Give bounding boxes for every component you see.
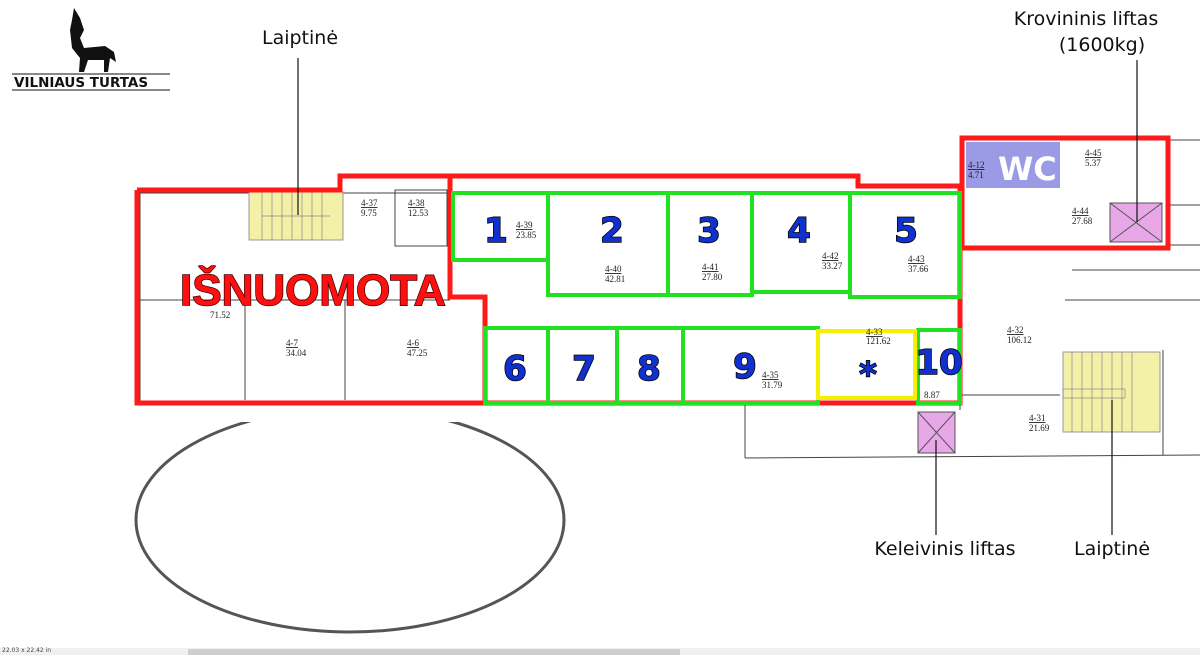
room-area: 9.75 <box>361 208 377 218</box>
room-id: 4-31 <box>1029 413 1046 423</box>
room-id: 4-39 <box>516 220 533 230</box>
room-area: 42.81 <box>605 274 625 284</box>
wolf-icon <box>70 8 116 72</box>
room-area: 4.71 <box>968 170 984 180</box>
room-id: 4-32 <box>1007 325 1024 335</box>
room-area: 27.68 <box>1072 216 1093 226</box>
unit-number: 4 <box>787 211 811 251</box>
annotation-stairs-right: Laiptinė <box>1074 538 1150 560</box>
unit-number: 5 <box>894 211 918 251</box>
room-area: 23.85 <box>516 230 537 240</box>
room-area: 34.04 <box>286 348 307 358</box>
room-id: 4-42 <box>822 251 839 261</box>
room-id: 4-45 <box>1085 148 1102 158</box>
annotations: Laiptinė Krovininis liftas (1600kg) Kele… <box>262 8 1158 560</box>
unit-5-outline[interactable] <box>848 191 962 299</box>
logo-text: VILNIAUS TURTAS <box>14 75 148 91</box>
unit-numbers: 1 2 3 4 5 6 7 8 9 * 10 <box>483 210 963 396</box>
room-area: 21.69 <box>1029 423 1050 433</box>
unit-number: 8 <box>637 349 661 389</box>
wc-area: WC <box>966 142 1060 188</box>
annotation-passenger-lift: Keleivinis liftas <box>874 538 1015 560</box>
annotation-freight-lift: Krovininis liftas <box>1014 8 1159 30</box>
room-id: 4-44 <box>1072 206 1089 216</box>
room-area: 121.62 <box>866 336 891 346</box>
unit-number: * <box>859 355 877 395</box>
unit-number: 6 <box>503 349 527 389</box>
atrium-outline <box>134 406 566 634</box>
room-area: 27.80 <box>702 272 723 282</box>
wc-label: WC <box>998 150 1057 188</box>
stairs-right <box>1062 351 1161 433</box>
room-area: 47.25 <box>407 348 428 358</box>
unit-10-outline[interactable] <box>916 328 962 405</box>
room-area: 5.37 <box>1085 158 1101 168</box>
available-units <box>451 191 962 405</box>
rented-label: IŠNUOMOTA <box>180 264 446 315</box>
room-id: 4-35 <box>762 370 779 380</box>
status-bar: 22.03 x 22.42 in <box>0 647 1200 655</box>
room-id: 4-43 <box>908 254 925 264</box>
room-id: 4-33 <box>866 327 883 337</box>
room-area: 12.53 <box>408 208 429 218</box>
room-area: 106.12 <box>1007 335 1032 345</box>
room-area: 37.66 <box>908 264 929 274</box>
room-area: 71.52 <box>210 310 230 320</box>
room-id: 4-7 <box>286 338 298 348</box>
room-id: 4-12 <box>968 160 985 170</box>
annotation-freight-lift-capacity: (1600kg) <box>1059 34 1145 56</box>
vilniaus-turtas-logo: VILNIAUS TURTAS <box>12 8 170 91</box>
room-area: 8.87 <box>924 390 940 400</box>
room-area: 33.27 <box>822 261 843 271</box>
unit-number: 9 <box>733 347 757 387</box>
stairs-left <box>248 191 344 241</box>
unit-special-outline[interactable] <box>816 329 917 400</box>
room-id: 4-40 <box>605 264 622 274</box>
room-id: 4-6 <box>407 338 419 348</box>
unit-number: 10 <box>915 343 962 383</box>
room-id: 4-41 <box>702 262 719 272</box>
annotation-stairs-left: Laiptinė <box>262 27 338 49</box>
freight-lift <box>1109 202 1163 243</box>
room-id: 4-37 <box>361 198 378 208</box>
horizontal-scrollbar[interactable] <box>188 649 680 655</box>
room-id: 4-38 <box>408 198 425 208</box>
unit-number: 2 <box>600 211 624 251</box>
room-area: 31.79 <box>762 380 783 390</box>
unit-number: 7 <box>572 349 596 389</box>
unit-number: 1 <box>484 211 508 251</box>
unit-number: 3 <box>697 211 721 251</box>
document-size: 22.03 x 22.42 in <box>2 647 52 654</box>
